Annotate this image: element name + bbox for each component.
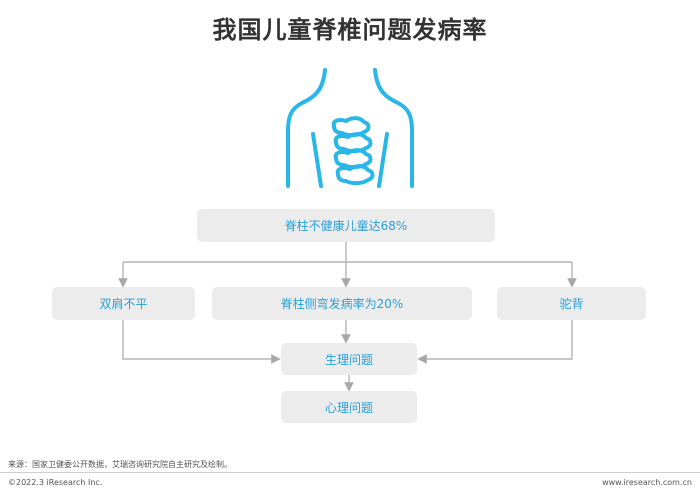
node-label: 驼背 [559,297,584,311]
node-label: 生理问题 [324,352,373,367]
website-link[interactable]: www.iresearch.com.cn [602,478,692,487]
node-label: 脊柱不健康儿童达68% [284,219,408,233]
footer-divider [0,472,700,473]
node-hunchback: 驼背 [497,287,646,320]
source-note: 来源：国家卫健委公开数据，艾瑞咨询研究院自主研究及绘制。 [8,460,232,469]
node-label: 心理问题 [324,400,373,415]
node-uneven-shoulders: 双肩不平 [52,287,195,320]
node-unhealthy-spine: 脊柱不健康儿童达68% [197,209,495,242]
connector-left-to-physical [122,320,281,364]
page-title: 我国儿童脊椎问题发病率 [212,16,488,44]
copyright: ©2022.3 iResearch Inc. [8,478,103,487]
node-scoliosis: 脊柱侧弯发病率为20% [212,287,472,320]
node-label: 脊柱侧弯发病率为20% [280,297,404,311]
node-psychological-problems: 心理问题 [281,391,417,423]
node-physical-problems: 生理问题 [281,343,417,375]
spine-torso-icon [286,68,414,188]
node-label: 双肩不平 [99,297,148,311]
connector-right-to-physical [417,320,573,364]
